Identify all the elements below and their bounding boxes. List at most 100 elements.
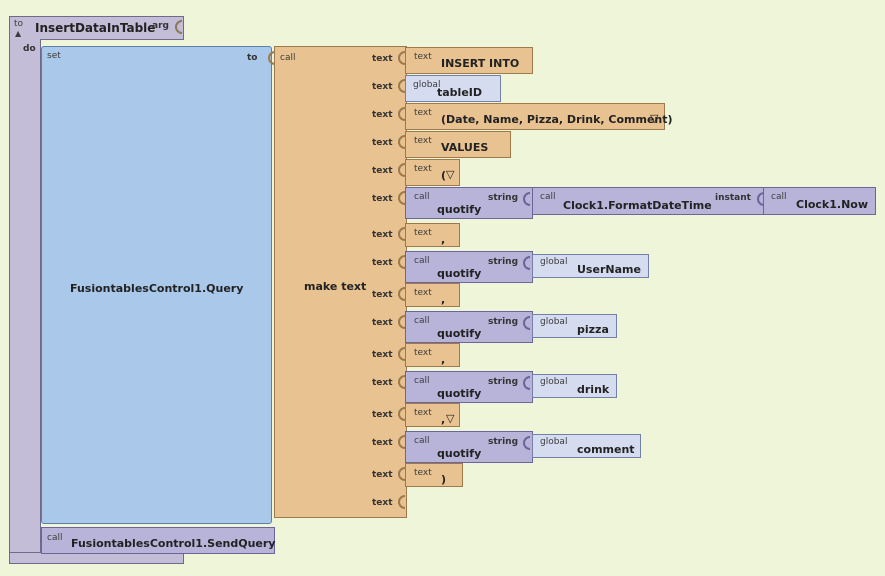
procedure-body-bar xyxy=(9,39,41,561)
text-block[interactable] xyxy=(405,403,460,427)
text-slot-label: text xyxy=(372,498,393,508)
text-value: , xyxy=(441,293,446,306)
quotify-string-socket[interactable] xyxy=(523,316,530,330)
global-variable-block[interactable] xyxy=(532,374,617,398)
format-datetime-call-label: call xyxy=(540,192,556,202)
text-block[interactable] xyxy=(405,159,460,186)
text-slot-label: text xyxy=(372,166,393,176)
arg-socket[interactable] xyxy=(175,20,182,34)
text-block[interactable] xyxy=(405,131,511,158)
dropdown-icon[interactable]: ▽ xyxy=(650,112,659,125)
make-text-block[interactable] xyxy=(274,46,407,518)
procedure-name[interactable]: InsertDataInTable xyxy=(35,21,156,35)
clock-now-name: Clock1.Now xyxy=(796,198,868,211)
text-slot-label: text xyxy=(372,470,393,480)
global-variable-block[interactable] xyxy=(532,314,617,338)
global-variable-name: drink xyxy=(577,383,610,396)
quotify-name: quotify xyxy=(437,327,482,340)
clock-now-block[interactable] xyxy=(763,187,876,215)
quotify-block[interactable] xyxy=(405,431,533,463)
text-block-type-label: text xyxy=(414,468,432,478)
text-slot-socket[interactable] xyxy=(398,347,405,361)
quotify-call-label: call xyxy=(414,256,430,266)
quotify-call-label: call xyxy=(414,376,430,386)
text-slot-label: text xyxy=(372,318,393,328)
text-slot-socket[interactable] xyxy=(398,495,405,509)
text-block[interactable] xyxy=(405,283,460,307)
format-datetime-name: Clock1.FormatDateTime xyxy=(563,199,712,212)
quotify-string-socket[interactable] xyxy=(523,192,530,206)
quotify-block[interactable] xyxy=(405,371,533,403)
quotify-string-socket[interactable] xyxy=(523,256,530,270)
text-slot-label: text xyxy=(372,290,393,300)
text-slot-socket[interactable] xyxy=(398,135,405,149)
text-slot-socket[interactable] xyxy=(398,191,405,205)
quotify-name: quotify xyxy=(437,447,482,460)
text-slot-socket[interactable] xyxy=(398,467,405,481)
send-query-block[interactable] xyxy=(41,527,275,554)
text-slot-socket[interactable] xyxy=(398,287,405,301)
text-block-type-label: text xyxy=(414,52,432,62)
text-block[interactable] xyxy=(405,47,533,74)
text-slot-socket[interactable] xyxy=(398,315,405,329)
text-block-type-label: text xyxy=(414,228,432,238)
quotify-call-label: call xyxy=(414,316,430,326)
text-value: ) xyxy=(441,473,447,486)
text-slot-socket[interactable] xyxy=(398,375,405,389)
procedure-block[interactable] xyxy=(9,16,184,40)
text-block[interactable] xyxy=(405,343,460,367)
text-slot-socket[interactable] xyxy=(398,227,405,241)
text-block-type-label: text xyxy=(414,108,432,118)
text-slot-socket[interactable] xyxy=(398,51,405,65)
procedure-do-label: do xyxy=(23,44,36,54)
text-block-type-label: text xyxy=(414,288,432,298)
quotify-string-label: string xyxy=(488,437,519,447)
text-slot-socket[interactable] xyxy=(398,407,405,421)
dropdown-icon[interactable]: ▽ xyxy=(446,168,455,181)
procedure-to-label: to xyxy=(14,19,24,29)
text-value: , xyxy=(441,233,446,246)
text-slot-socket[interactable] xyxy=(398,107,405,121)
text-slot-socket[interactable] xyxy=(398,255,405,269)
text-block[interactable] xyxy=(405,103,665,130)
quotify-call-label: call xyxy=(414,192,430,202)
quotify-name: quotify xyxy=(437,267,482,280)
text-slot-socket[interactable] xyxy=(398,435,405,449)
text-slot-label: text xyxy=(372,194,393,204)
dropdown-icon[interactable]: ▽ xyxy=(446,412,455,425)
text-block-type-label: text xyxy=(414,348,432,358)
text-block[interactable] xyxy=(405,223,460,247)
text-slot-label: text xyxy=(372,378,393,388)
text-slot-label: text xyxy=(372,82,393,92)
text-slot-socket[interactable] xyxy=(398,163,405,177)
quotify-string-label: string xyxy=(488,317,519,327)
procedure-arg-label: arg xyxy=(152,21,169,31)
format-datetime-block[interactable] xyxy=(532,187,764,215)
global-variable-block[interactable] xyxy=(532,434,641,458)
send-query-name: FusiontablesControl1.SendQuery xyxy=(71,537,276,550)
format-datetime-instant-socket[interactable] xyxy=(757,192,764,206)
global-variable-block[interactable] xyxy=(405,75,501,102)
text-slot-label: text xyxy=(372,410,393,420)
text-slot-label: text xyxy=(372,138,393,148)
quotify-block[interactable] xyxy=(405,187,533,219)
set-property-block[interactable] xyxy=(41,46,272,524)
quotify-string-label: string xyxy=(488,257,519,267)
quotify-string-socket[interactable] xyxy=(523,436,530,450)
text-slot-label: text xyxy=(372,230,393,240)
text-slot-socket[interactable] xyxy=(398,79,405,93)
quotify-string-socket[interactable] xyxy=(523,376,530,390)
text-slot-label: text xyxy=(372,54,393,64)
procedure-collapse-icon[interactable]: ▲ xyxy=(15,29,22,38)
text-value: INSERT INTO xyxy=(441,57,520,70)
global-variable-name: tableID xyxy=(437,86,483,99)
text-block[interactable] xyxy=(405,463,463,487)
quotify-string-label: string xyxy=(488,377,519,387)
make-text-plug xyxy=(268,51,275,65)
text-value: VALUES xyxy=(441,141,489,154)
text-slot-label: text xyxy=(372,350,393,360)
global-type-label: global xyxy=(413,80,441,90)
global-variable-block[interactable] xyxy=(532,254,649,278)
global-type-label: global xyxy=(540,317,568,327)
quotify-block[interactable] xyxy=(405,251,533,283)
